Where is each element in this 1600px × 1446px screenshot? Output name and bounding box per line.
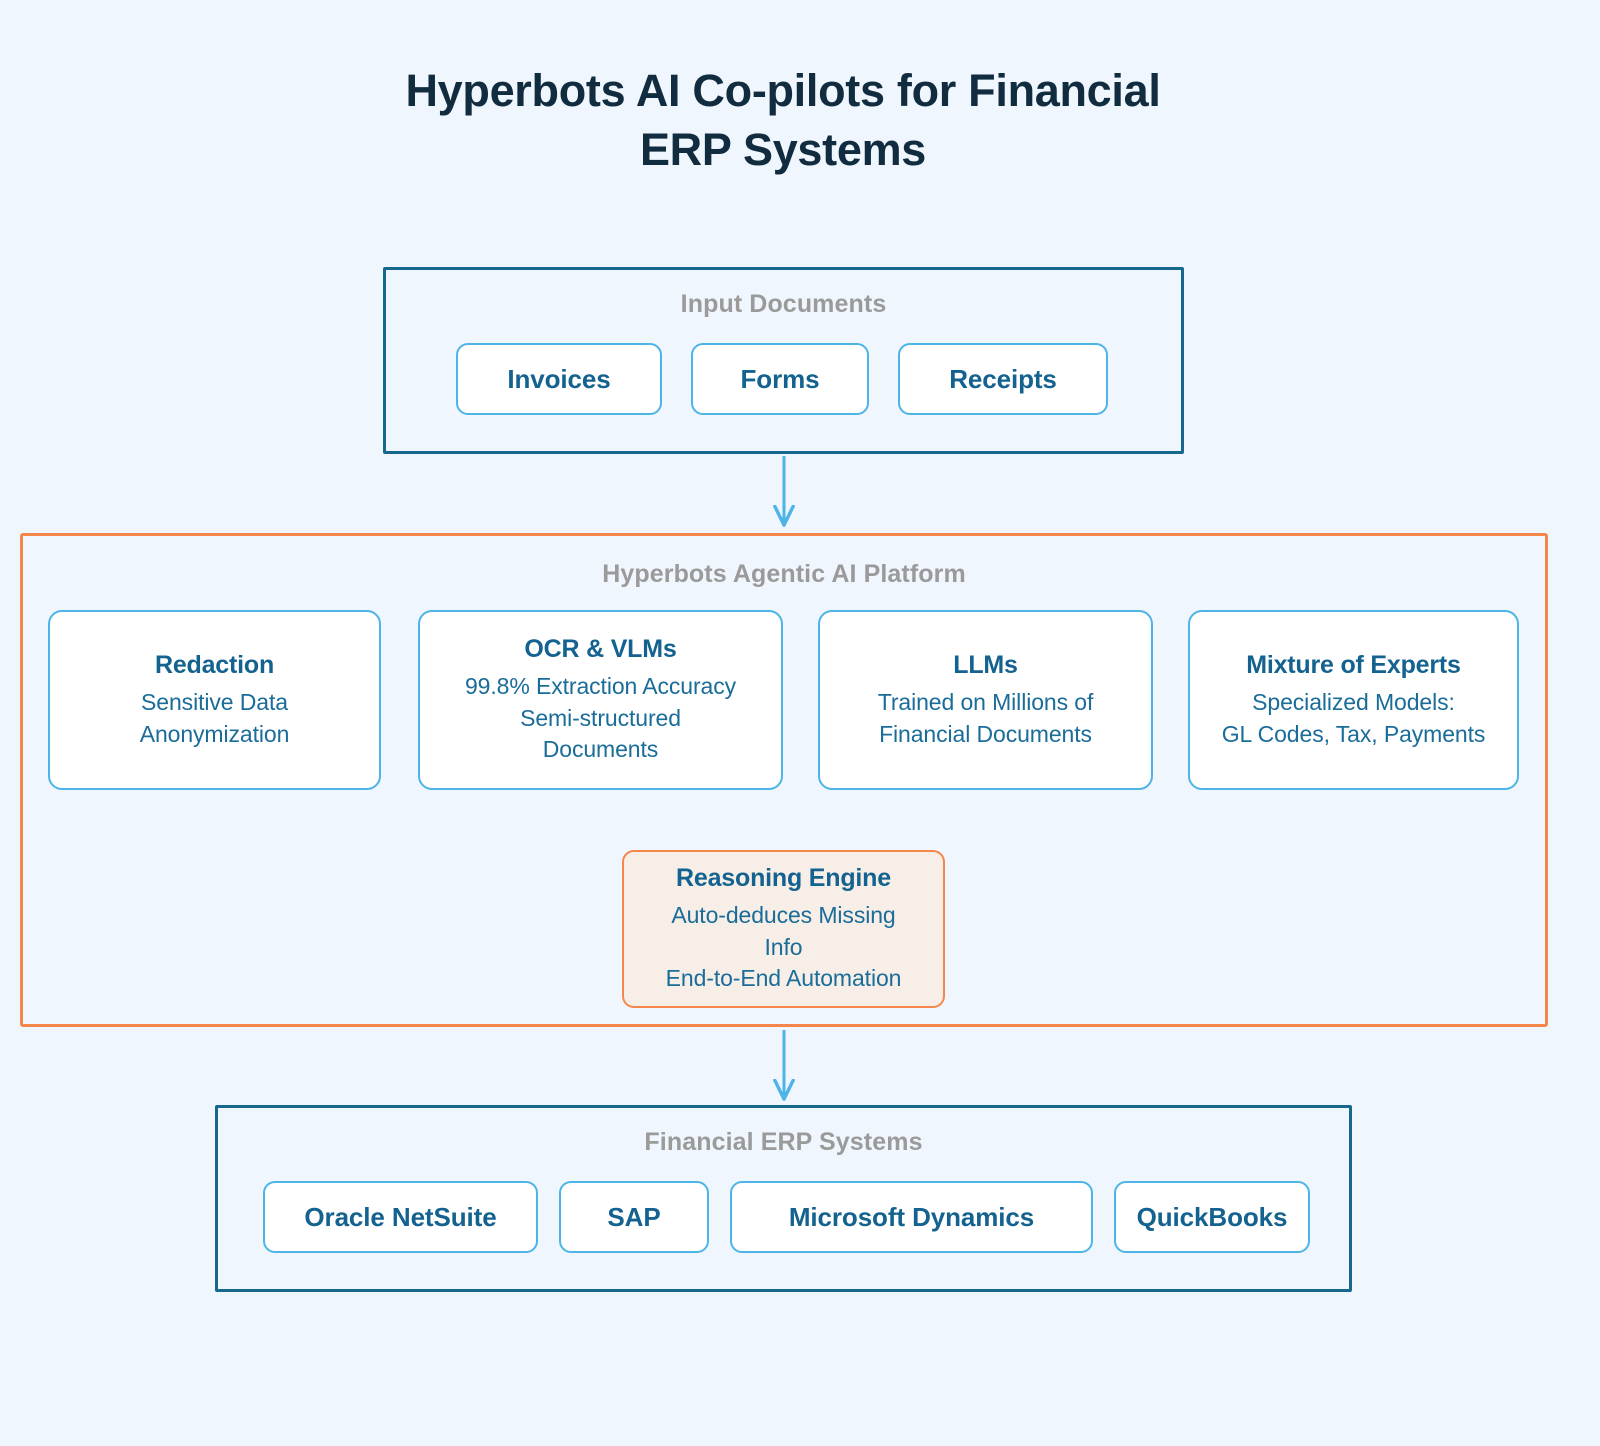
chip-quickbooks-label: QuickBooks bbox=[1136, 1201, 1288, 1232]
card-llms[interactable]: LLMs Trained on Millions of Financial Do… bbox=[818, 610, 1153, 790]
chip-microsoft-dynamics[interactable]: Microsoft Dynamics bbox=[730, 1181, 1093, 1253]
chip-forms-label: Forms bbox=[740, 363, 820, 394]
card-mixture-of-experts-title: Mixture of Experts bbox=[1246, 650, 1461, 679]
card-llms-body: Trained on Millions of Financial Documen… bbox=[877, 688, 1094, 747]
card-redaction[interactable]: Redaction Sensitive Data Anonymization bbox=[48, 610, 381, 790]
card-mixture-of-experts[interactable]: Mixture of Experts Specialized Models: G… bbox=[1188, 610, 1519, 790]
card-reasoning-engine[interactable]: Reasoning Engine Auto-deduces Missing In… bbox=[622, 850, 945, 1008]
card-reasoning-engine-title: Reasoning Engine bbox=[676, 863, 891, 892]
input-documents-label: Input Documents bbox=[680, 290, 887, 318]
erp-systems-panel: Financial ERP Systems Oracle NetSuite SA… bbox=[215, 1105, 1352, 1292]
card-ocr-vlms-title: OCR & VLMs bbox=[524, 634, 677, 663]
card-reasoning-engine-body: Auto-deduces Missing Info End-to-End Aut… bbox=[665, 902, 902, 992]
input-documents-panel: Input Documents Invoices Forms Receipts bbox=[383, 267, 1184, 454]
card-redaction-body: Sensitive Data Anonymization bbox=[139, 688, 290, 747]
card-mixture-of-experts-body: Specialized Models: GL Codes, Tax, Payme… bbox=[1221, 688, 1486, 747]
chip-invoices[interactable]: Invoices bbox=[456, 343, 662, 415]
chip-receipts-label: Receipts bbox=[949, 363, 1057, 394]
chip-forms[interactable]: Forms bbox=[691, 343, 869, 415]
erp-chip-row: Oracle NetSuite SAP Microsoft Dynamics Q… bbox=[263, 1181, 1310, 1253]
erp-systems-label: Financial ERP Systems bbox=[644, 1128, 923, 1156]
chip-sap[interactable]: SAP bbox=[559, 1181, 709, 1253]
chip-quickbooks[interactable]: QuickBooks bbox=[1114, 1181, 1310, 1253]
chip-invoices-label: Invoices bbox=[507, 363, 611, 394]
chip-oracle-netsuite-label: Oracle NetSuite bbox=[304, 1201, 497, 1232]
card-ocr-vlms[interactable]: OCR & VLMs 99.8% Extraction Accuracy Sem… bbox=[418, 610, 783, 790]
chip-receipts[interactable]: Receipts bbox=[898, 343, 1108, 415]
chip-oracle-netsuite[interactable]: Oracle NetSuite bbox=[263, 1181, 538, 1253]
platform-label: Hyperbots Agentic AI Platform bbox=[602, 560, 966, 588]
card-redaction-title: Redaction bbox=[154, 650, 275, 679]
card-ocr-vlms-body: 99.8% Extraction Accuracy Semi-structure… bbox=[464, 673, 737, 763]
chip-sap-label: SAP bbox=[607, 1201, 661, 1232]
chip-microsoft-dynamics-label: Microsoft Dynamics bbox=[788, 1201, 1035, 1232]
input-chip-row: Invoices Forms Receipts bbox=[456, 343, 1108, 415]
page-title: Hyperbots AI Co-pilots for Financial ERP… bbox=[405, 65, 1161, 175]
card-llms-title: LLMs bbox=[953, 650, 1018, 679]
